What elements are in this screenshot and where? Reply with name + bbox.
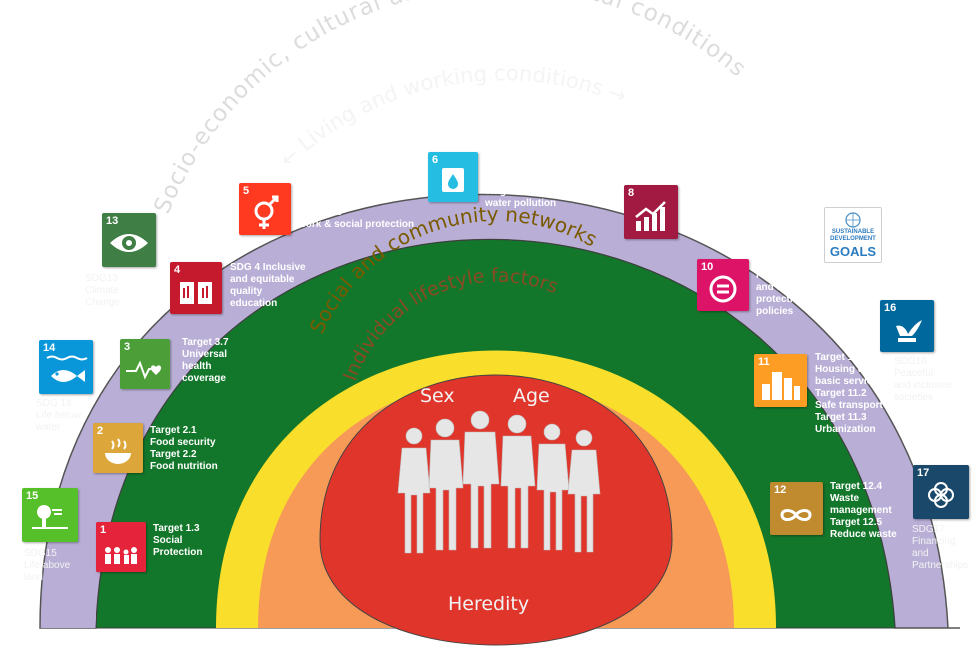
heartbeat-icon: [126, 360, 162, 380]
sdg12-tile: 12: [770, 482, 823, 535]
family-icon: [105, 547, 137, 564]
tree-icon: [32, 505, 68, 529]
logo-line1: SUSTAINABLE: [831, 229, 875, 235]
equality-icon: [709, 275, 737, 303]
sdg8-label: SDG8 Productive employment and decent wo…: [684, 190, 766, 225]
core-label-sex: Sex: [420, 385, 455, 407]
sdg10-label: Target 10.4 Fair wages and social protec…: [756, 258, 809, 317]
sdg4-tile: 4: [170, 262, 222, 314]
sdg12-label: Target 12.4 Waste management Target 12.5…: [830, 481, 897, 540]
city-icon: [762, 372, 800, 400]
eye-icon: [110, 234, 148, 252]
sdg3-tile: 3: [120, 339, 170, 389]
un-emblem-icon: [845, 212, 861, 228]
gender-icon: [254, 195, 279, 229]
sdg1-label: Target 1.3 Social Protection: [153, 523, 203, 558]
dove-icon: [896, 320, 922, 342]
sdg1-bg: [96, 522, 146, 572]
living-arrow-left: ←: [275, 142, 304, 172]
sdg1-tile: 1: [96, 522, 146, 572]
people-silhouette-icon: [397, 410, 601, 554]
sdg14-label: SDG 14 Life below water: [36, 398, 82, 433]
bowl-icon: [105, 438, 131, 464]
water-drop-icon: [442, 168, 464, 192]
fish-icon: [46, 355, 88, 382]
sdg11-tile: 11: [754, 354, 807, 407]
sdg2-label: Target 2.1 Food security Target 2.2 Food…: [150, 425, 218, 472]
sdg15-label: SDG15 Life above land: [24, 548, 71, 583]
sdg14-tile: 14: [39, 340, 93, 394]
sdg5-label: Target 5.4 Unpaid domestic work & social…: [298, 183, 415, 230]
sdg11-label: Target 11.1 Housing & basic services Tar…: [815, 352, 884, 435]
core-label-heredity: Heredity: [448, 593, 530, 615]
growth-chart-icon: [635, 201, 666, 231]
sdg15-tile: 15: [22, 488, 78, 542]
sdg4-label: SDG 4 Inclusive and equitable quality ed…: [230, 262, 306, 309]
sdg2-tile: 2: [93, 423, 143, 473]
book-icon: [180, 282, 212, 304]
sdg6-tile: 6: [428, 152, 478, 202]
sdg5-tile: 5: [239, 183, 291, 235]
sdg13-tile: 13: [102, 213, 156, 267]
sdg3-label: Target 3.7 Universal health coverage: [182, 337, 229, 384]
sdg-logo: SUSTAINABLE DEVELOPMENT GOALS: [824, 207, 882, 263]
logo-line3: GOALS: [829, 244, 877, 259]
sdg16-label: SDG16 Peaceful and inclusive societies: [894, 356, 952, 403]
sdg8-tile: 8: [624, 185, 678, 239]
sdg10-tile: 10: [697, 259, 749, 311]
core-label-age: Age: [513, 385, 550, 407]
infinity-icon: [780, 509, 812, 521]
flower-icon: [928, 482, 954, 508]
logo-line2: DEVELOPMENT: [830, 236, 876, 242]
sdg17-tile: 17: [913, 465, 969, 519]
sdg6-label: Target 6.1 Safe drinking water Target 6.…: [485, 150, 583, 209]
living-arrow-right: →: [605, 80, 630, 109]
sdg13-label: SDG13 Climate Change: [85, 273, 121, 308]
sdg16-tile: 16: [880, 300, 934, 352]
sdg17-label: SDG17 Financing and Partnerships: [912, 524, 969, 571]
